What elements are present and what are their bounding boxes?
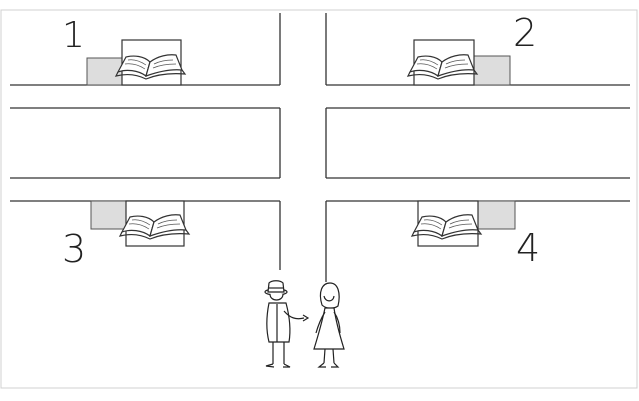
block-middle-right [325, 107, 630, 179]
small-building-4 [477, 200, 516, 230]
corner-label-2: 2 [513, 11, 538, 55]
block-middle-left [10, 107, 281, 179]
small-building-1 [86, 57, 123, 86]
outer-frame [0, 9, 638, 389]
man-with-hat-figure [264, 280, 310, 368]
corner-label-4: 4 [516, 226, 541, 270]
small-building-3 [90, 200, 127, 230]
bookstore-3 [90, 200, 190, 247]
bookstore-1 [86, 39, 186, 86]
small-building-2 [473, 55, 511, 86]
corner-label-3: 3 [62, 227, 87, 271]
bookstore-4 [411, 200, 516, 247]
bookstore-2 [407, 39, 511, 86]
woman-in-dress-figure [313, 282, 345, 368]
corner-label-1: 1 [62, 15, 85, 56]
